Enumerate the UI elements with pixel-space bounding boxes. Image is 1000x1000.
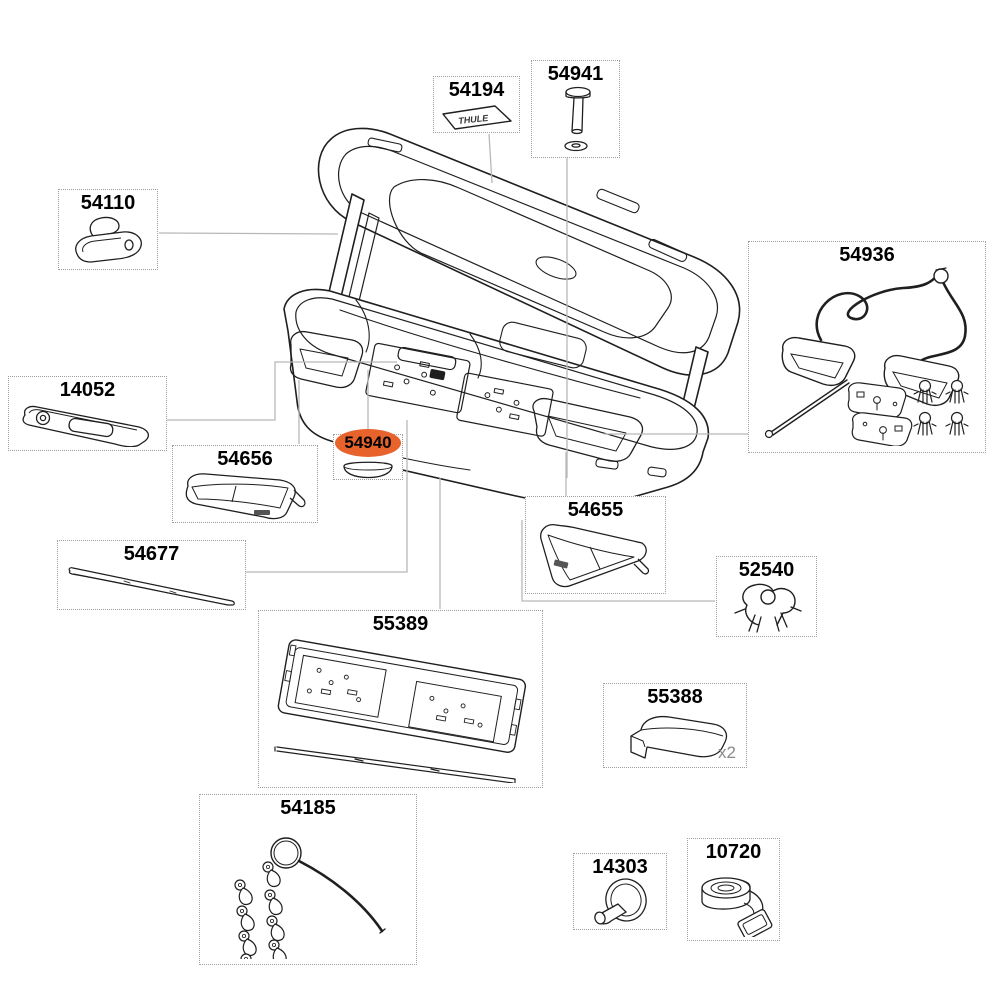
- lid-latch-icon: [75, 216, 142, 263]
- part-number: 55388: [647, 686, 703, 708]
- part-54110-callout[interactable]: 54110: [58, 189, 158, 270]
- part-54656-callout[interactable]: 54656: [172, 445, 318, 523]
- leader-14052: [167, 361, 397, 421]
- part-14052-callout[interactable]: 14052: [8, 376, 167, 451]
- license-plate-holder-icon: [273, 639, 526, 783]
- part-number: 54940: [344, 433, 392, 453]
- round-cap-icon: [343, 461, 393, 479]
- part-54677-callout[interactable]: 54677: [57, 540, 246, 610]
- part-55389-callout[interactable]: 55389: [258, 610, 543, 788]
- part-10720-callout[interactable]: 10720: [687, 838, 780, 941]
- lamp-cover-right-icon: [539, 524, 649, 588]
- light-kit-icon: [764, 267, 969, 446]
- part-number: 14303: [592, 856, 648, 878]
- part-55388-callout[interactable]: 55388 x2: [603, 683, 747, 768]
- part-highlight: 54940: [335, 429, 401, 457]
- lock-handle-icon: [21, 405, 149, 447]
- cleat-cable-kit-icon: [234, 837, 386, 959]
- part-54940-callout[interactable]: 54940: [333, 429, 403, 480]
- leader-54677: [246, 420, 408, 573]
- part-number: 54656: [217, 448, 273, 470]
- part-54194-callout[interactable]: 54194 THULE: [433, 76, 520, 133]
- part-54185-callout[interactable]: 54185: [199, 794, 417, 965]
- part-number: 14052: [59, 379, 116, 401]
- part-54941-callout[interactable]: 54941: [531, 60, 620, 158]
- part-number: 54185: [280, 797, 336, 819]
- cargo-box-art: [283, 127, 741, 505]
- knob-disc-icon: [594, 878, 647, 925]
- part-number: 54194: [448, 79, 505, 101]
- leader-54110: [158, 232, 339, 235]
- part-number: 54110: [80, 192, 136, 214]
- bolt-washer-icon: [563, 86, 591, 152]
- strap-roll-icon: [700, 877, 772, 937]
- part-number: 55389: [372, 613, 429, 635]
- quantity-label: x2: [718, 743, 736, 762]
- part-54936-callout[interactable]: 54936: [748, 241, 986, 453]
- part-number: 54655: [567, 499, 624, 521]
- rubber-pad-icon: [630, 715, 728, 759]
- part-number: 54941: [547, 63, 604, 85]
- part-number: 10720: [705, 841, 762, 863]
- part-52540-callout[interactable]: 52540: [716, 556, 817, 637]
- lamp-cover-left-icon: [185, 473, 306, 520]
- leader-54194: [488, 133, 493, 184]
- thule-badge-icon: THULE: [441, 105, 512, 130]
- svg-text:THULE: THULE: [457, 113, 489, 126]
- part-14303-callout[interactable]: 14303: [573, 853, 667, 930]
- part-54655-callout[interactable]: 54655: [525, 496, 666, 594]
- part-number: 54936: [839, 244, 895, 266]
- cable-clip-icon: [733, 583, 802, 633]
- leader-52540: [521, 520, 715, 602]
- part-number: 52540: [738, 559, 795, 581]
- leader-lines: [158, 133, 749, 609]
- part-number: 54677: [123, 543, 180, 565]
- trim-strip-icon: [68, 567, 235, 606]
